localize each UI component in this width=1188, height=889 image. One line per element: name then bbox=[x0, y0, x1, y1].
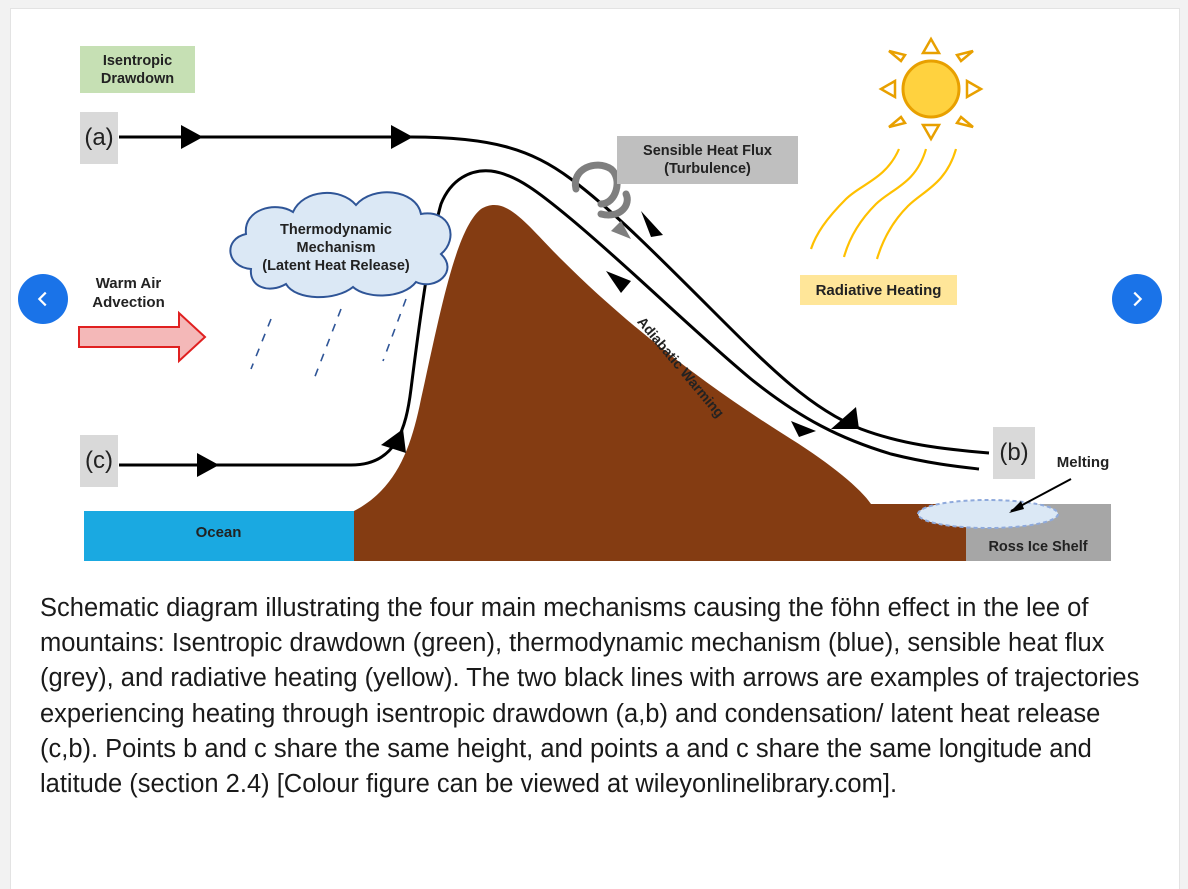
sensible-heat-flux-label: Sensible Heat Flux (Turbulence) bbox=[617, 136, 798, 184]
isentropic-drawdown-label: Isentropic Drawdown bbox=[80, 46, 195, 93]
rain-lines bbox=[250, 298, 407, 380]
chevron-left-icon bbox=[37, 291, 47, 307]
chevron-right-icon bbox=[1133, 291, 1143, 307]
next-button[interactable] bbox=[1112, 274, 1162, 324]
thermodynamic-mechanism-label: Thermodynamic Mechanism (Latent Heat Rel… bbox=[262, 222, 410, 274]
arrow-a4 bbox=[831, 407, 859, 429]
mountain bbox=[354, 205, 966, 562]
figure-viewer: Isentropic Drawdown (a) (c) (b) Warm Air… bbox=[10, 8, 1180, 889]
sun-icon bbox=[878, 36, 984, 142]
radiative-heating-label: Radiative Heating bbox=[800, 275, 957, 305]
trajectory-a bbox=[119, 135, 990, 455]
arrow-a1 bbox=[181, 125, 203, 149]
warm-air-arrow bbox=[78, 310, 207, 364]
arrow-a2 bbox=[391, 125, 413, 149]
melting-label: Melting bbox=[1056, 454, 1110, 471]
point-c-label: (c) bbox=[80, 435, 118, 487]
point-b-label: (b) bbox=[993, 427, 1035, 479]
radiation-waves bbox=[809, 148, 958, 260]
trajectory-c bbox=[119, 169, 980, 471]
ocean-label: Ocean bbox=[195, 524, 242, 541]
arrow-c4 bbox=[791, 421, 816, 437]
cloud-icon bbox=[229, 191, 452, 299]
melting-ice bbox=[917, 499, 1059, 529]
arrow-c1 bbox=[197, 453, 219, 477]
ocean-area bbox=[84, 511, 356, 561]
arrow-c2 bbox=[381, 429, 406, 453]
point-a-label: (a) bbox=[80, 112, 118, 164]
turbulence-icon bbox=[571, 161, 631, 219]
ross-ice-shelf-label: Ross Ice Shelf bbox=[988, 539, 1088, 555]
arrow-a3 bbox=[641, 211, 663, 237]
previous-button[interactable] bbox=[18, 274, 68, 324]
figure-caption: Schematic diagram illustrating the four … bbox=[40, 594, 1140, 799]
arrow-c3 bbox=[606, 271, 631, 293]
foehn-diagram bbox=[78, 36, 1111, 562]
warm-air-advection-label: Warm Air Advection bbox=[92, 275, 165, 311]
